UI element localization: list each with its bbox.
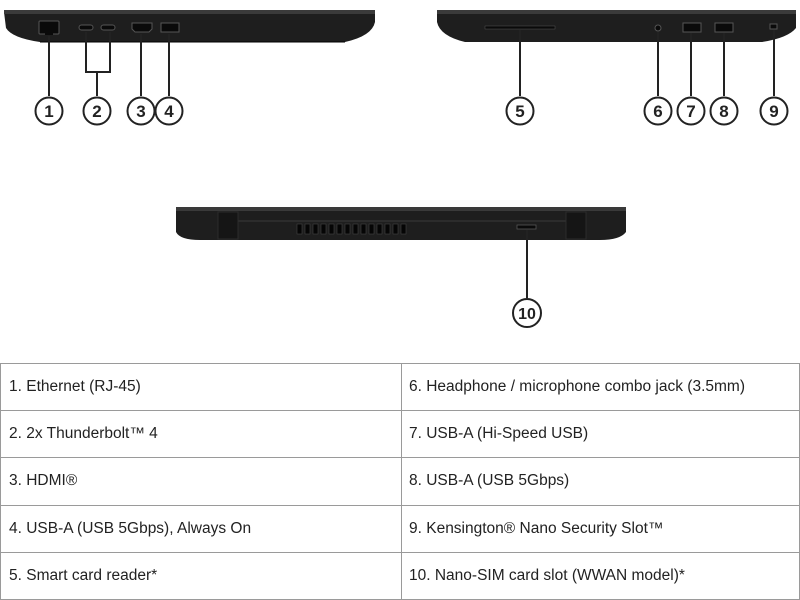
vent-slat (328, 223, 335, 235)
table-row: 4. USB-A (USB 5Gbps), Always On 9. Kensi… (0, 504, 800, 553)
callout-8: 8 (709, 96, 739, 126)
usb-a-port-icon (714, 22, 734, 33)
callout-number: 7 (686, 102, 695, 121)
laptop-right-side (437, 10, 796, 42)
hdmi-port-icon (131, 22, 153, 33)
vent-slat (392, 223, 399, 235)
callout-number: 3 (136, 102, 145, 121)
callout-number: 2 (92, 102, 101, 121)
vent-slat (304, 223, 311, 235)
leader-lines (48, 30, 775, 298)
port-label: 7. USB-A (Hi-Speed USB) (401, 410, 800, 459)
lock-slot-icon (769, 23, 778, 30)
vent-slat (312, 223, 319, 235)
callout-9: 9 (759, 96, 789, 126)
port-label: 9. Kensington® Nano Security Slot™ (401, 504, 800, 553)
callout-7: 7 (676, 96, 706, 126)
smart-card-slot-icon (484, 25, 556, 30)
vent-slat (344, 223, 351, 235)
vent-grille-icon (296, 223, 407, 235)
port-label: 5. Smart card reader* (0, 551, 402, 600)
callout-2: 2 (82, 96, 112, 126)
vent-slat (360, 223, 367, 235)
usb-a-port-icon (682, 22, 702, 33)
usb-a-port-icon (160, 22, 180, 33)
port-diagram: 1 2 3 4 5 6 7 8 9 10 (4, 10, 796, 328)
vent-slat (336, 223, 343, 235)
callout-number: 5 (515, 102, 524, 121)
vent-slat (320, 223, 327, 235)
thunderbolt-port-icon (78, 24, 94, 31)
callout-number: 6 (653, 102, 662, 121)
callout-10: 10 (512, 298, 542, 328)
sim-slot-icon (516, 224, 537, 230)
callout-number: 1 (44, 102, 53, 121)
vent-slat (384, 223, 391, 235)
table-row: 5. Smart card reader* 10. Nano-SIM card … (0, 551, 800, 600)
callout-6: 6 (643, 96, 673, 126)
vent-slat (368, 223, 375, 235)
table-row: 1. Ethernet (RJ-45) 6. Headphone / micro… (0, 362, 800, 412)
callout-number: 9 (769, 102, 778, 121)
audio-jack-icon (654, 24, 662, 32)
table-row: 2. 2x Thunderbolt™ 4 7. USB-A (Hi-Speed … (0, 410, 800, 459)
callout-number: 10 (518, 306, 536, 323)
ethernet-port-icon (38, 20, 60, 35)
port-label: 3. HDMI® (0, 457, 402, 506)
vent-slat (352, 223, 359, 235)
laptop-rear-view (176, 207, 626, 240)
port-label: 10. Nano-SIM card slot (WWAN model)* (401, 551, 800, 600)
thunderbolt-port-icon (100, 24, 116, 31)
callout-number: 4 (164, 102, 174, 121)
vent-slat (296, 223, 303, 235)
port-label: 4. USB-A (USB 5Gbps), Always On (0, 504, 402, 553)
port-label: 6. Headphone / microphone combo jack (3.… (401, 362, 800, 412)
port-label: 1. Ethernet (RJ-45) (0, 362, 402, 412)
table-row: 3. HDMI® 8. USB-A (USB 5Gbps) (0, 457, 800, 506)
vent-slat (400, 223, 407, 235)
callout-number: 8 (719, 102, 728, 121)
port-spec-table: 1. Ethernet (RJ-45) 6. Headphone / micro… (0, 362, 800, 600)
callout-5: 5 (505, 96, 535, 126)
callout-4: 4 (154, 96, 184, 126)
port-label: 2. 2x Thunderbolt™ 4 (0, 410, 402, 459)
laptop-left-side (4, 10, 375, 43)
callout-1: 1 (34, 96, 64, 126)
port-label: 8. USB-A (USB 5Gbps) (401, 457, 800, 506)
callout-3: 3 (126, 96, 156, 126)
vent-slat (376, 223, 383, 235)
